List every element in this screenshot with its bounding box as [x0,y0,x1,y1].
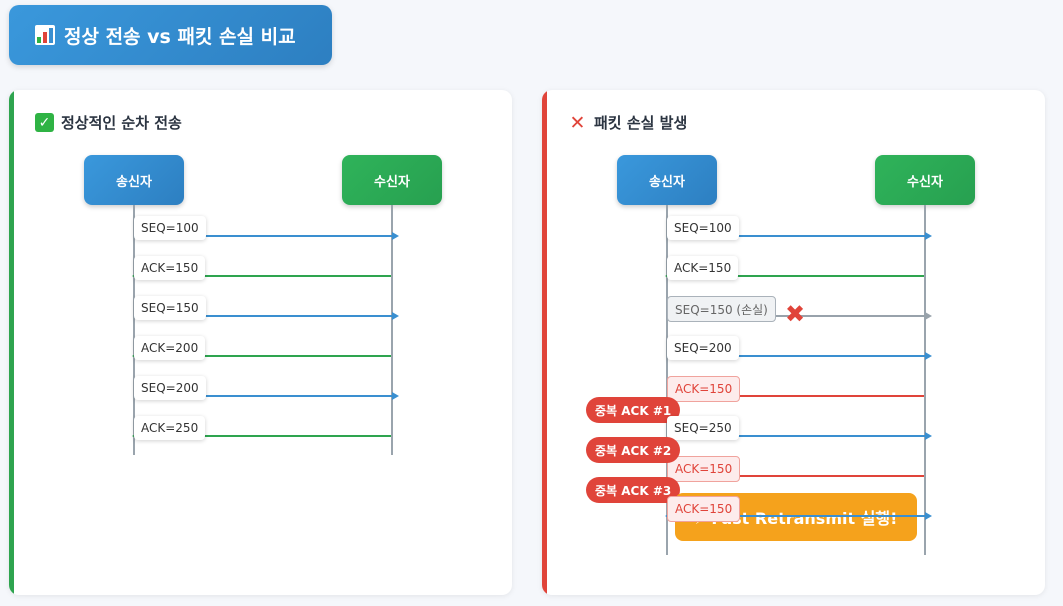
panel-title: ✕ 패킷 손실 발생 [568,111,688,134]
message-arrow [134,312,399,320]
packet-loss-panel: ✕ 패킷 손실 발생 송신자 수신자 SEQ=100 ACK=150 SEQ=1… [542,90,1045,595]
message-label: SEQ=150 [134,296,206,320]
duplicate-ack-arrow [667,395,924,397]
message-arrow [667,232,932,240]
message-arrow [134,232,399,240]
message-label: SEQ=100 [134,216,206,240]
message-label: ACK=150 [667,256,739,280]
sender-actor: 송신자 [617,155,717,205]
receiver-actor: 수신자 [342,155,442,205]
duplicate-ack-badge: 중복 ACK #1 [586,397,681,423]
message-arrow [667,352,932,360]
message-label: ACK=250 [134,416,206,440]
panel-accent-bar [542,90,547,595]
page-title: 정상 전송 vs 패킷 손실 비교 [9,5,332,65]
panel-title-text: 패킷 손실 발생 [594,114,688,132]
message-label: ACK=150 [134,256,206,280]
lost-message-arrow [667,312,932,320]
message-label: ACK=200 [134,336,206,360]
duplicate-ack-label: ACK=150 [667,376,741,402]
message-arrow [134,392,399,400]
lost-message-label: SEQ=150 (손실) [667,296,776,322]
message-arrow [667,432,932,440]
duplicate-ack-label: ACK=150 [667,496,741,522]
message-label: SEQ=200 [134,376,206,400]
receiver-actor: 수신자 [875,155,975,205]
check-icon: ✓ [35,113,54,132]
normal-transfer-panel: ✓ 정상적인 순차 전송 송신자 수신자 SEQ=100 ACK=150 SEQ… [9,90,512,595]
duplicate-ack-arrow [667,475,924,477]
cross-icon: ✕ [569,111,586,134]
message-label: SEQ=250 [667,416,739,440]
receiver-lifeline [391,205,393,455]
message-label: SEQ=200 [667,336,739,360]
sender-actor: 송신자 [84,155,184,205]
receiver-lifeline [924,205,926,555]
bar-chart-icon [35,25,55,45]
sender-lifeline [133,205,135,455]
duplicate-ack-badge: 중복 ACK #2 [586,437,681,463]
panel-accent-bar [9,90,14,595]
panel-title: ✓ 정상적인 순차 전송 [35,112,182,133]
duplicate-ack-badge: 중복 ACK #3 [586,477,681,503]
message-label: SEQ=100 [667,216,739,240]
packet-lost-x-icon: ✖ [785,300,806,328]
duplicate-ack-label: ACK=150 [667,456,741,482]
panel-title-text: 정상적인 순차 전송 [61,114,182,132]
page-title-text: 정상 전송 vs 패킷 손실 비교 [64,25,296,48]
